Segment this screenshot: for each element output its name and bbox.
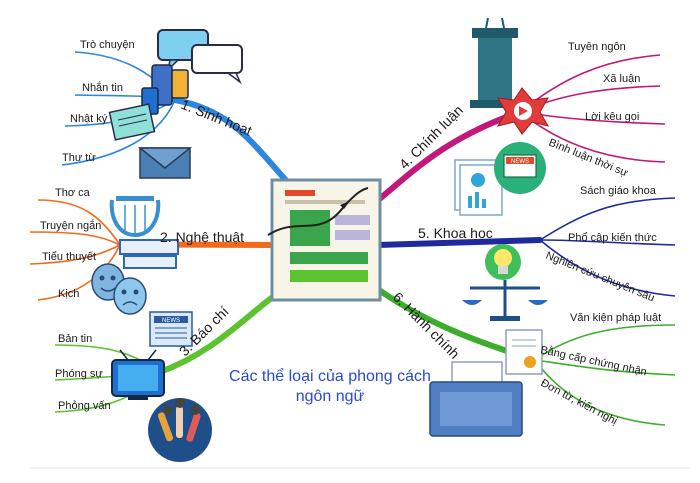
branch-label-nghe-thuat: 2. Nghệ thuật [160, 229, 244, 245]
leaf-lines [29, 51, 676, 426]
leaf-nhan-tin: Nhắn tin [82, 81, 123, 94]
leaf-tro-chuyen: Trò chuyện [80, 39, 135, 51]
diagram-title: Các thể loại của phong cách ngôn ngữ [229, 367, 431, 405]
leaf-nhat-ky: Nhật ký [70, 113, 108, 125]
leaf-tieu-thuyet: Tiểu thuyết [42, 251, 96, 263]
connector-sinh-hoat [172, 97, 293, 188]
laptop-news-icon: NEWS [494, 142, 546, 194]
newspaper-icon: NEWS [149, 311, 193, 347]
leaf-kich: Kịch [58, 288, 79, 300]
leaf-thu-tu: Thư từ [62, 152, 96, 164]
balance-scale-icon [462, 280, 548, 321]
theater-masks-icon [91, 263, 147, 315]
newspaper-label: NEWS [162, 318, 180, 324]
certificate-icon [505, 329, 543, 375]
printer-folder-icon [429, 361, 523, 437]
leaf-sach-giao-khoa: Sách giáo khoa [580, 185, 657, 197]
leaf-binh-luan-thoi-su: Bình luận thời sự [547, 137, 630, 180]
branch-label-hanh-chinh: 6. Hành chính [390, 289, 463, 362]
lyre-icon [109, 196, 161, 238]
connector-khoa-hoc [375, 237, 543, 248]
leaf-loi-keu-goi: Lời kêu gọi [585, 111, 639, 123]
connector-chinh-luan [369, 109, 523, 208]
diary-icon [108, 103, 156, 141]
leaf-van-kien-phap-luat: Văn kiện pháp luật [570, 312, 661, 324]
laptop-news-label: NEWS [511, 159, 529, 165]
leaf-bang-cap-chung-nhan: Bằng cấp chứng nhận [539, 343, 648, 378]
envelope-icon [137, 147, 193, 179]
branch-label-khoa-hoc: 5. Khoa học [418, 225, 493, 241]
books-icon [119, 239, 179, 269]
title-line-2: ngôn ngữ [296, 388, 365, 405]
leaf-truyen-ngan: Truyện ngắn [40, 219, 101, 232]
leaf-tuyen-ngon: Tuyên ngôn [568, 41, 626, 53]
podium-icon [470, 17, 520, 108]
leaf-tho-ca: Thơ ca [55, 187, 91, 199]
lightbulb-icon [485, 244, 521, 280]
document-chart-icon [454, 159, 503, 216]
chat-bubbles-icon [157, 29, 243, 85]
branch-label-sinh-hoat: 1. Sinh hoạt [179, 96, 254, 139]
leaf-phong-van: Phỏng vấn [58, 400, 111, 412]
phones-icon [141, 64, 189, 115]
tv-icon [111, 349, 165, 400]
leaf-don-tu-kien-nghi: Đơn từ, kiến nghị [539, 377, 620, 427]
leaf-nghien-cuu-chuyen-sau: Nghiên cứu chuyên sâu [544, 250, 656, 305]
leaf-ban-tin: Bản tin [58, 333, 92, 345]
microphones-interview-icon [148, 398, 212, 462]
leaf-phong-su: Phóng sự [55, 368, 103, 380]
leaf-pho-cap-kien-thuc: Phổ cập kiến thức [568, 232, 657, 244]
megaphone-badge-icon [496, 87, 550, 135]
title-line-1: Các thể loại của phong cách [229, 367, 431, 385]
leaf-xa-luan: Xã luận [603, 73, 640, 85]
center-document-illustration [267, 178, 382, 302]
